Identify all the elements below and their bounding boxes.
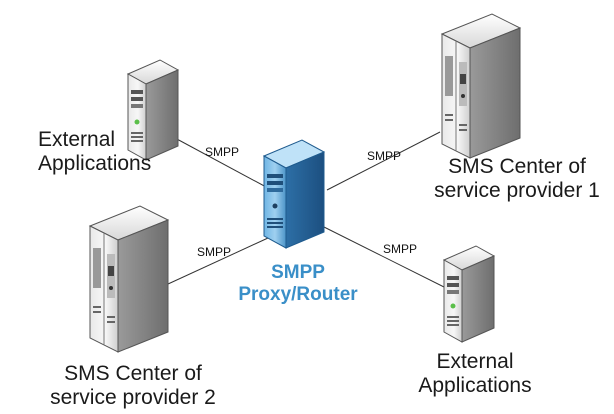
external-apps-bottom-right-line1: External [436,350,514,373]
proxy-router-line2: Proxy/Router [238,284,358,305]
edge-line-external-bottom-right [321,225,451,291]
proxy-router-line1: SMPP [271,262,325,283]
tower-server-icon [442,245,496,343]
edge-label-external-top-left: SMPP [205,145,240,159]
double-tower-server-icon [88,205,170,353]
sms-center-1-line2: service provider 1 [434,179,600,202]
blue-server-icon [262,139,326,249]
edge-label-sms-center-2: SMPP [197,245,232,259]
sms-center-2-label: SMS Center of service provider 2 [28,362,238,410]
sms-center-2-line1: SMS Center of [64,362,202,385]
external-apps-top-left-line1: External [38,128,116,151]
proxy-router-label: SMPP Proxy/Router [228,262,368,306]
edge-label-sms-center-1: SMPP [367,149,402,163]
edge-label-external-bottom-right: SMPP [383,242,418,256]
edge-line-sms-center-1 [326,131,441,191]
external-apps-top-left-line2: Applications [38,152,152,175]
tower-server-icon [126,59,180,161]
sms-center-2-line2: service provider 2 [50,386,216,409]
external-apps-top-left-label: External Applications [38,128,151,176]
edge-line-external-top-left [174,137,269,189]
external-apps-bottom-right-label: External Applications [400,350,550,398]
double-tower-server-icon [440,13,522,159]
edge-line-sms-center-2 [154,237,269,291]
external-apps-bottom-right-line2: Applications [418,374,532,397]
sms-center-1-line1: SMS Center of [448,155,586,178]
sms-center-1-label: SMS Center of service provider 1 [422,155,612,203]
